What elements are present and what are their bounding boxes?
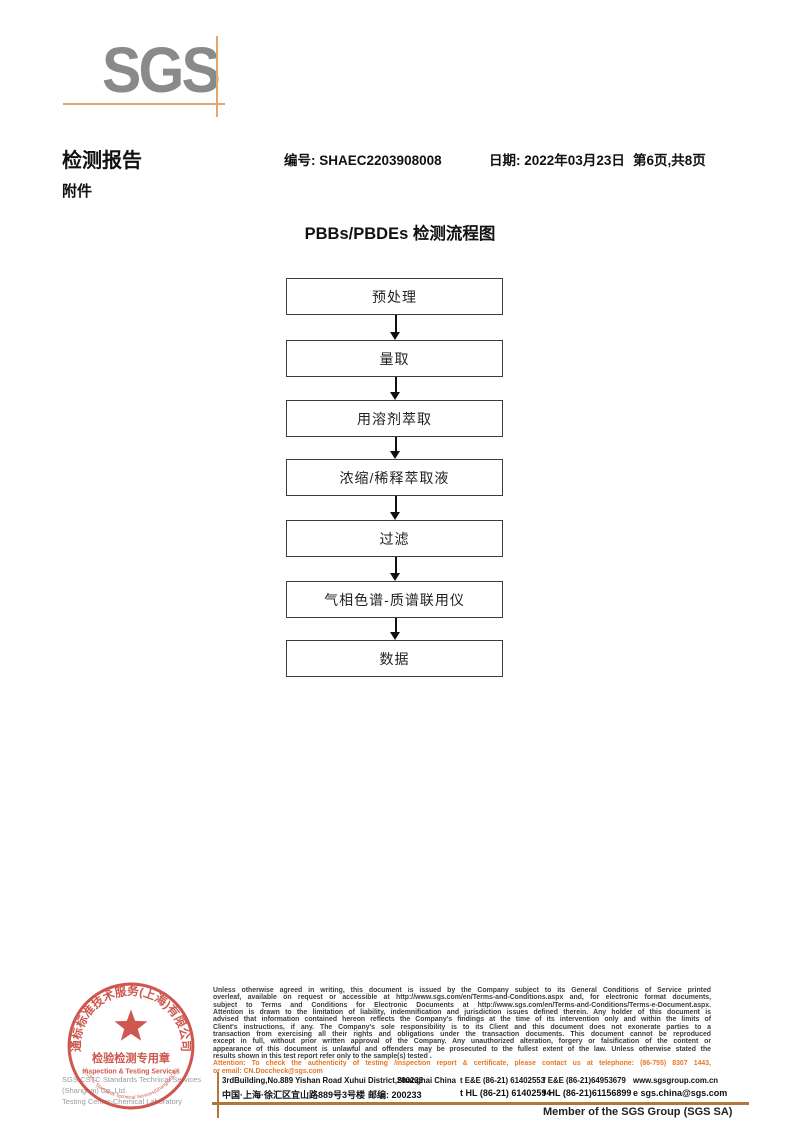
address-en: 3rdBuilding,No.889 Yishan Road Xuhui Dis… xyxy=(222,1076,456,1085)
flow-arrow-down xyxy=(389,315,402,340)
report-number: 编号: SHAEC2203908008 xyxy=(284,149,442,169)
website: www.sgsgroup.com.cn xyxy=(633,1076,719,1085)
flow-step-concentrate-dilute: 浓缩/稀释萃取液 xyxy=(286,459,503,496)
inspection-stamp: 通标标准技术服务(上海)有限公司 检验检测专用章 Inspection & Te… xyxy=(64,979,195,1110)
legal-line: subject to Terms and Conditions for Elec… xyxy=(213,1001,711,1009)
footer-crop-mark-vertical xyxy=(217,1072,219,1118)
flow-arrow-down xyxy=(389,377,402,400)
report-number-label: 编号: xyxy=(284,153,316,168)
stamp-star-icon xyxy=(114,1009,148,1041)
flow-arrow-down xyxy=(389,557,402,581)
legal-disclaimer: Unless otherwise agreed in writing, this… xyxy=(213,987,711,1075)
address-cn: 中国·上海·徐汇区宜山路889号3号楼 xyxy=(222,1090,366,1100)
flow-step-measure: 量取 xyxy=(286,340,503,377)
flow-arrow-down xyxy=(389,437,402,459)
report-number-value: SHAEC2203908008 xyxy=(319,153,442,168)
page-indicator: 第6页,共8页 xyxy=(633,153,706,168)
attachment-label: 附件 xyxy=(62,183,93,200)
legal-line: overleaf, available on request or access… xyxy=(213,994,711,1002)
legal-line: Attention is drawn to the limitation of … xyxy=(213,1009,711,1017)
legal-line: Client's instructions, if any. The Compa… xyxy=(213,1023,711,1031)
address-row-cn: 中国·上海·徐汇区宜山路889号3号楼 邮编: 200233 t HL (86-… xyxy=(222,1088,752,1100)
postal-code-en: 200233 xyxy=(397,1076,424,1085)
postal-code-cn: 邮编: 200233 xyxy=(368,1090,422,1100)
attention-notice-line2: or email: CN.Doccheck@sgs.com xyxy=(213,1067,323,1075)
flow-step-pretreatment: 预处理 xyxy=(286,278,503,315)
report-date-label: 日期: xyxy=(489,153,521,168)
email: e sgs.china@sgs.com xyxy=(633,1088,728,1098)
crop-mark-vertical xyxy=(216,36,218,117)
attention-notice-line1: Attention: To check the authenticity of … xyxy=(213,1060,711,1068)
legal-line: except in full, without prior written ap… xyxy=(213,1038,711,1046)
flow-step-filter: 过滤 xyxy=(286,520,503,557)
address-row-en: 3rdBuilding,No.889 Yishan Road Xuhui Dis… xyxy=(222,1076,752,1088)
company-name-line2: Testing Center-Chemical Laboratory xyxy=(62,1097,183,1106)
legal-line: results shown in this test report refer … xyxy=(213,1053,432,1061)
stamp-purpose-text-en: Inspection & Testing Services xyxy=(82,1068,180,1075)
crop-mark-horizontal xyxy=(63,103,225,105)
fax-en: f E&E (86-21)64953679 xyxy=(543,1076,626,1085)
footer-rule xyxy=(212,1102,749,1105)
flow-step-gcms: 气相色谱-质谱联用仪 xyxy=(286,581,503,618)
phone-cn: t HL (86-21) 61402594 xyxy=(460,1088,552,1098)
flowchart-title: PBBs/PBDEs 检测流程图 xyxy=(304,225,496,243)
phone-en: t E&E (86-21) 61402553 xyxy=(460,1076,545,1085)
company-name-block: SGS-CSTC Standards Technical Services (S… xyxy=(62,1074,222,1107)
stamp-ring xyxy=(67,982,195,1110)
flow-arrow-down xyxy=(389,496,402,520)
sgs-member-note: Member of the SGS Group (SGS SA) xyxy=(543,1106,733,1118)
legal-line: Unless otherwise agreed in writing, this… xyxy=(213,987,711,994)
flow-arrow-down xyxy=(389,618,402,640)
fax-cn: f HL (86-21)61156899 xyxy=(543,1088,632,1098)
legal-line: transaction from exercising all their ri… xyxy=(213,1031,711,1039)
flow-step-data: 数据 xyxy=(286,640,503,677)
page-title: 检测报告 xyxy=(62,150,142,172)
sgs-logo: SGS xyxy=(102,34,221,106)
stamp-purpose-text: 检验检测专用章 xyxy=(92,1051,170,1065)
legal-line: appearance of this document is unlawful … xyxy=(213,1045,711,1053)
company-name-line1: SGS-CSTC Standards Technical Services (S… xyxy=(62,1075,202,1095)
flow-step-solvent-extraction: 用溶剂萃取 xyxy=(286,400,503,437)
report-date: 日期: 2022年03月23日 xyxy=(489,149,625,169)
legal-line: advised that information contained hereo… xyxy=(213,1016,711,1024)
report-date-value: 2022年03月23日 xyxy=(524,153,625,168)
